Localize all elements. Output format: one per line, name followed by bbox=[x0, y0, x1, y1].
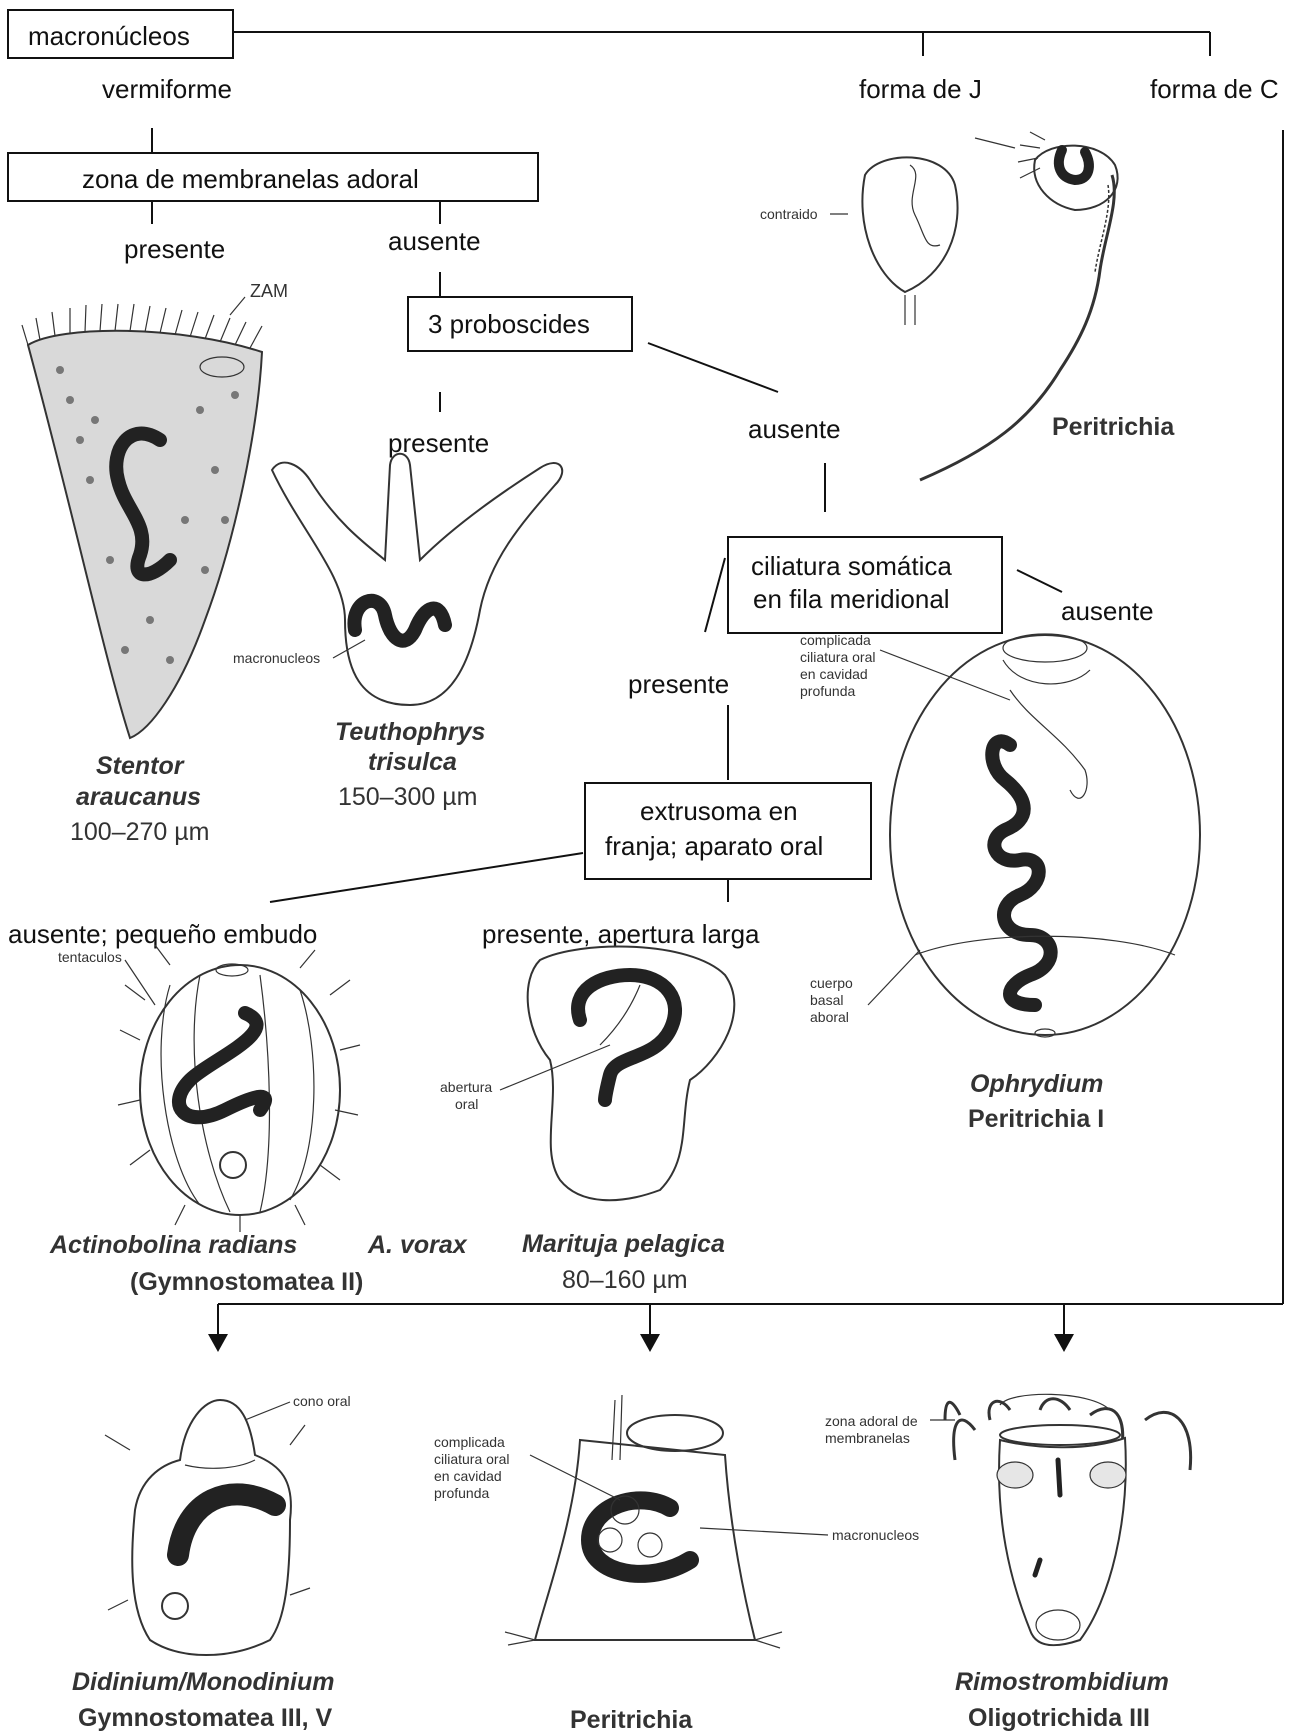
ophrydium-illustration bbox=[890, 634, 1200, 1037]
node-presente-4: presente, apertura larga bbox=[482, 919, 760, 949]
svg-text:zona adoral de: zona adoral de bbox=[825, 1413, 918, 1429]
label-complicada-bottom: complicada ciliatura oral en cavidad pro… bbox=[434, 1434, 509, 1501]
label-complicada-top: complicada ciliatura oral en cavidad pro… bbox=[800, 632, 875, 699]
node-vermiforme: vermiforme bbox=[102, 74, 232, 104]
node-presente-1: presente bbox=[124, 234, 225, 264]
caption-oligo: Oligotrichida III bbox=[968, 1704, 1150, 1732]
svg-text:oral: oral bbox=[455, 1096, 478, 1112]
node-ciliatura-line2: en fila meridional bbox=[753, 584, 950, 614]
rimostrombidium-illustration bbox=[945, 1394, 1191, 1645]
label-contraido: contraido bbox=[760, 206, 818, 222]
svg-text:en cavidad: en cavidad bbox=[434, 1468, 502, 1484]
label-tentaculos: tentaculos bbox=[58, 949, 122, 965]
didinium-illustration bbox=[105, 1400, 310, 1655]
caption-gymno35: Gymnostomatea III, V bbox=[78, 1704, 333, 1732]
svg-text:aboral: aboral bbox=[810, 1009, 849, 1025]
marituja-illustration bbox=[528, 946, 735, 1200]
caption-stentor-1: Stentor bbox=[96, 752, 185, 780]
peritrichia-bottom-illustration bbox=[505, 1395, 782, 1648]
svg-text:complicada: complicada bbox=[800, 632, 871, 648]
stentor-illustration bbox=[22, 304, 262, 738]
label-macronucleos-teuth: macronucleos bbox=[233, 650, 320, 666]
caption-gymno2: (Gymnostomatea II) bbox=[130, 1268, 363, 1296]
node-extrusoma-line2: franja; aparato oral bbox=[605, 831, 823, 861]
svg-text:complicada: complicada bbox=[434, 1434, 505, 1450]
node-ciliatura-line1: ciliatura somática bbox=[751, 551, 952, 581]
actinobolina-illustration bbox=[118, 945, 360, 1232]
node-ausente-4: ausente; pequeño embudo bbox=[8, 919, 317, 949]
caption-avorax: A. vorax bbox=[367, 1231, 468, 1259]
node-zona: zona de membranelas adoral bbox=[82, 164, 419, 194]
node-forma-j: forma de J bbox=[859, 74, 982, 104]
caption-ophrydium: Ophrydium bbox=[970, 1070, 1103, 1098]
svg-text:ciliatura oral: ciliatura oral bbox=[434, 1451, 509, 1467]
svg-text:membranelas: membranelas bbox=[825, 1430, 910, 1446]
node-forma-c: forma de C bbox=[1150, 74, 1279, 104]
caption-stentor-2: araucanus bbox=[76, 783, 201, 811]
node-ausente-3: ausente bbox=[1061, 596, 1154, 626]
caption-teuth-1: Teuthophrys bbox=[335, 718, 486, 746]
node-macronucleos: macronúcleos bbox=[28, 21, 190, 51]
label-zona-adoral: zona adoral de membranelas bbox=[825, 1413, 918, 1446]
node-ausente-1: ausente bbox=[388, 226, 481, 256]
node-extrusoma-line1: extrusoma en bbox=[640, 796, 798, 826]
svg-text:profunda: profunda bbox=[434, 1485, 489, 1501]
caption-teuth-2: trisulca bbox=[368, 748, 457, 776]
svg-text:profunda: profunda bbox=[800, 683, 855, 699]
caption-teuth-size: 150–300 µm bbox=[338, 783, 478, 811]
caption-peritrichia-bottom: Peritrichia bbox=[570, 1706, 693, 1733]
node-presente-3: presente bbox=[628, 669, 729, 699]
caption-marituja: Marituja pelagica bbox=[522, 1230, 725, 1258]
caption-stentor-size: 100–270 µm bbox=[70, 818, 210, 846]
label-zam: ZAM bbox=[250, 281, 288, 301]
label-cuerpo-basal: cuerpo basal aboral bbox=[810, 975, 853, 1025]
svg-text:en cavidad: en cavidad bbox=[800, 666, 868, 682]
svg-text:abertura: abertura bbox=[440, 1079, 492, 1095]
node-proboscides: 3 proboscides bbox=[428, 309, 590, 339]
caption-didinium: Didinium/Monodinium bbox=[72, 1668, 334, 1696]
caption-peritrichia-top: Peritrichia bbox=[1052, 413, 1175, 441]
caption-actino: Actinobolina radians bbox=[49, 1231, 297, 1259]
label-macronucleos-bottom: macronucleos bbox=[832, 1527, 919, 1543]
node-ausente-2: ausente bbox=[748, 414, 841, 444]
caption-ophrydium-group: Peritrichia I bbox=[968, 1105, 1104, 1133]
caption-marituja-size: 80–160 µm bbox=[562, 1266, 688, 1294]
svg-text:basal: basal bbox=[810, 992, 843, 1008]
svg-text:ciliatura oral: ciliatura oral bbox=[800, 649, 875, 665]
caption-rimo: Rimostrombidium bbox=[955, 1668, 1169, 1696]
label-abertura-oral: abertura oral bbox=[440, 1079, 492, 1112]
teuthophrys-illustration bbox=[272, 454, 562, 705]
svg-text:cuerpo: cuerpo bbox=[810, 975, 853, 991]
label-cono-oral: cono oral bbox=[293, 1393, 351, 1409]
